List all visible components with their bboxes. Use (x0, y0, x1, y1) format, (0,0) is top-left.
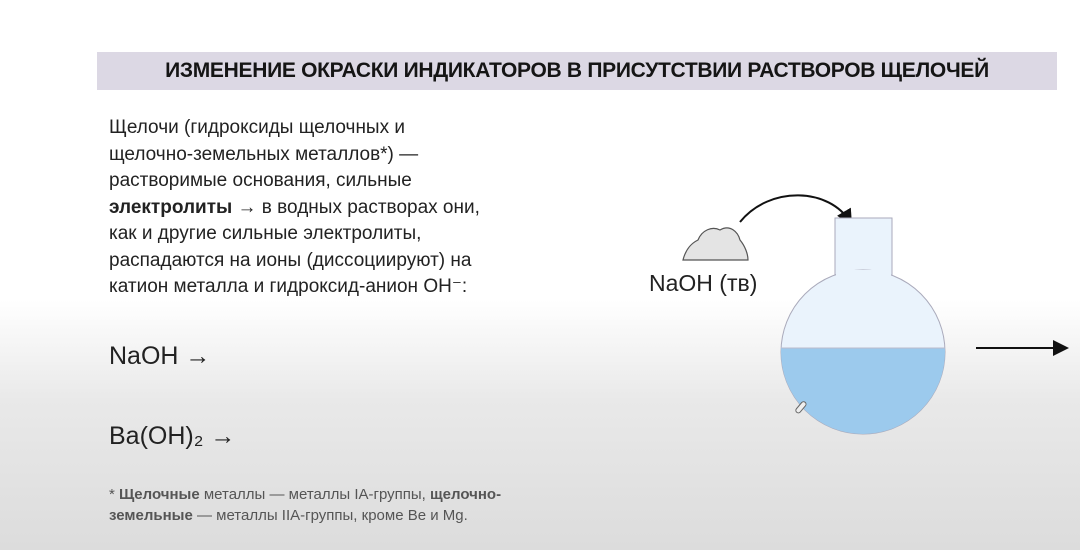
footnote-bold: Щелочные (119, 486, 200, 503)
footnote: * Щелочные металлы — металлы IA-группы, … (109, 484, 501, 526)
equation-baoh2: Ba(OH)₂ → (109, 422, 236, 450)
curved-arrow-icon (739, 194, 853, 226)
body-line: растворимые основания, сильные (109, 170, 412, 191)
dropper-icon (795, 401, 807, 414)
powder-pile-icon (682, 227, 749, 261)
body-line-rest: → в водных растворах они, (232, 196, 480, 218)
footnote-text: металлы — металлы IA-группы, (199, 486, 431, 503)
body-text: Щелочи (гидроксиды щелочных и щелочно-зе… (109, 115, 480, 301)
solid-naoh-label: NaOH (тв) (649, 270, 758, 296)
flask-neck (834, 217, 893, 277)
footnote-text: — металлы IIA-группы, кроме Be и Mg. (192, 507, 468, 524)
body-line: катион металла и гидроксид-анион OH⁻: (109, 276, 468, 297)
body-line: щелочно-земельных металлов*) — (109, 143, 419, 165)
equation-naoh: NaOH → (109, 342, 211, 370)
bold-term: электролиты (109, 196, 233, 218)
body-line: Щелочи (гидроксиды щелочных и (109, 117, 405, 138)
footnote-bold: щелочно- (430, 486, 502, 503)
body-line: электролиты → в водных растворах они, (109, 195, 480, 222)
body-line: как и другие сильные электролиты, (109, 223, 422, 244)
body-line: распадаются на ионы (диссоциируют) на (109, 249, 472, 271)
slide-title: ИЗМЕНЕНИЕ ОКРАСКИ ИНДИКАТОРОВ В ПРИСУТСТ… (97, 52, 1057, 90)
flask-liquid (781, 348, 945, 434)
footnote-bold: земельные (109, 507, 193, 524)
footnote-star: * (109, 486, 120, 503)
